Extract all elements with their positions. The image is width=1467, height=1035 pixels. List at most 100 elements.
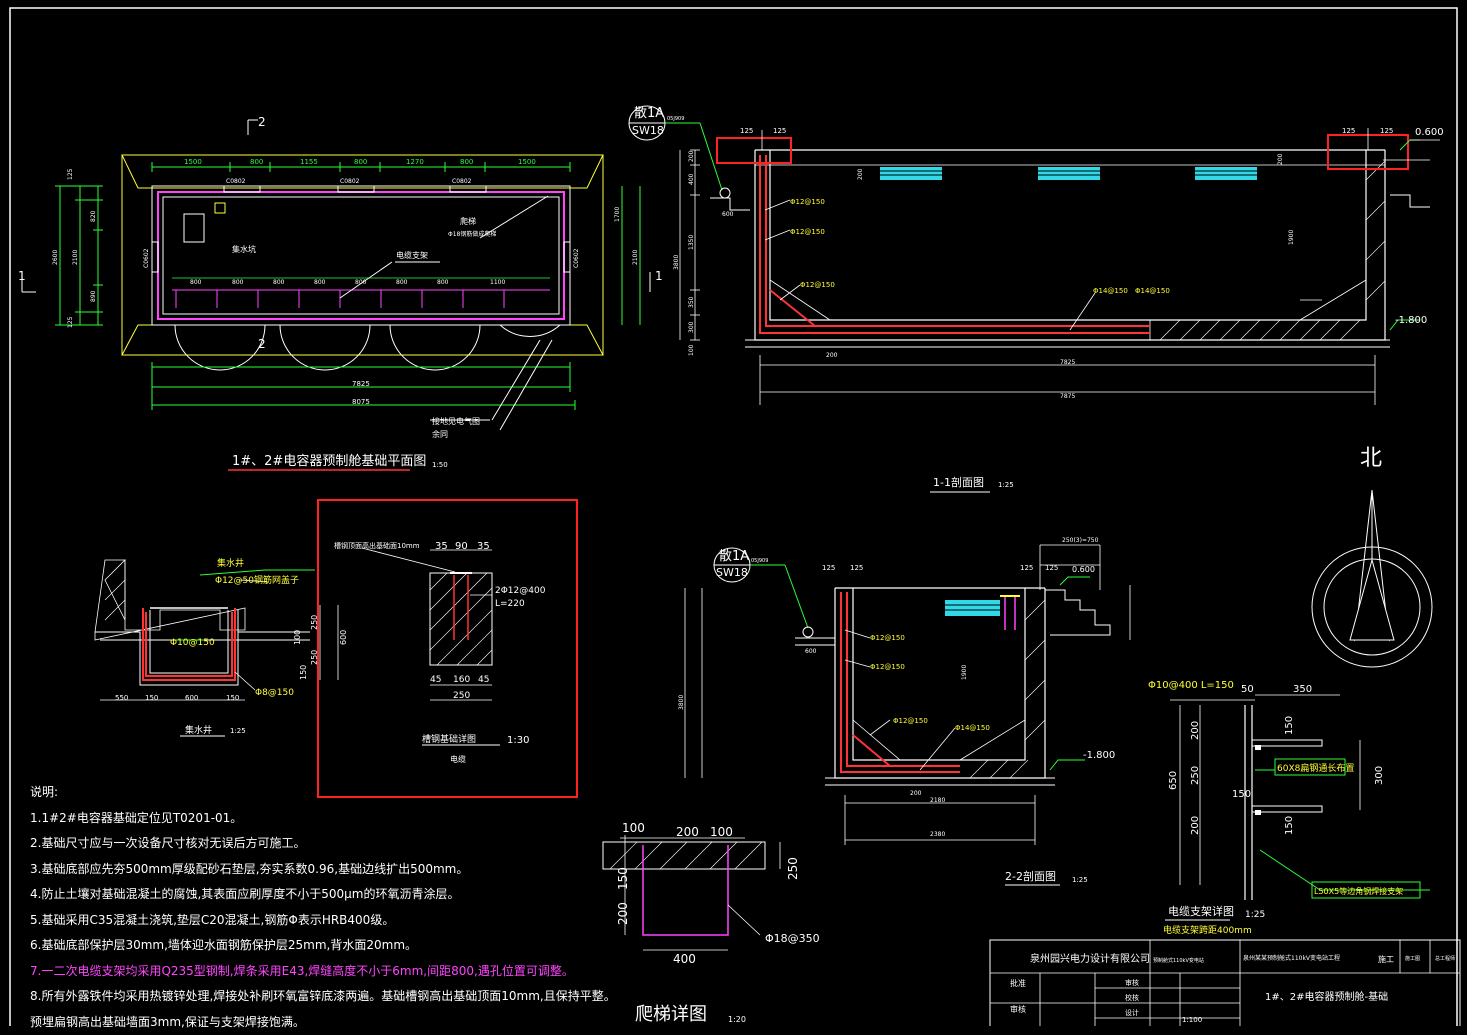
plan-view [22, 120, 650, 470]
sump-rebar-bottom: Φ8@150 [255, 688, 294, 698]
s11-rebar-3: Φ14@150 [1093, 287, 1128, 295]
plan-dim-inner-5: 800 [396, 279, 408, 286]
plan-scale: 1:50 [432, 461, 448, 469]
sump-title: 集水井 [185, 724, 212, 736]
note-1: 1.1#2#电容器基础定位见T0201-01。 [30, 806, 590, 832]
s11-dim-600: 600 [722, 211, 734, 218]
s11-dim-total-inner: 7825 [1060, 359, 1075, 366]
tb-row2-1: 校核 [1125, 993, 1139, 1002]
section-11 [629, 106, 1440, 492]
s11-dim-125l: 125 [740, 127, 753, 135]
channel-dim-t2: 35 [477, 541, 490, 552]
s11-dim-125r: 125 [1342, 127, 1355, 135]
plan-section-mark-2: 2 [258, 115, 266, 129]
s22-elev-bottom: -1.800 [1083, 750, 1115, 761]
plan-dim-top-0: 1500 [184, 158, 202, 166]
s11-dim-side-3: 350 [688, 296, 695, 308]
ladder-detail [603, 835, 780, 950]
plan-dim-top-2: 1155 [300, 158, 318, 166]
s11-marker-ref: 05J909 [667, 116, 684, 122]
s11-rebar-1: Φ12@150 [790, 228, 825, 236]
sump-label: 集水井 [217, 557, 244, 569]
tb-row2-2: 设计 [1125, 1008, 1139, 1017]
s22-rebar-0: Φ12@150 [870, 634, 905, 642]
bracket-scale: 1:25 [1245, 910, 1265, 920]
plan-dim-total-outer: 8075 [352, 398, 370, 406]
s22-marker-ref: 05J909 [751, 558, 768, 564]
s22-marker-top: 散1A [719, 549, 749, 564]
plan-label-ladder-note: Φ18钢筋做成爬梯 [448, 230, 496, 238]
channel-subtitle: 电缆 [450, 754, 466, 764]
note-5: 5.基础采用C35混凝土浇筑,垫层C20混凝土,钢筋Φ表示HRB400级。 [30, 908, 590, 934]
section-22 [685, 545, 1130, 885]
ladder-dim-bottom: 400 [673, 952, 696, 966]
bracket-dim-total: 650 [1168, 771, 1179, 790]
plan-dim-left-2: 2100 [72, 250, 79, 265]
ladder-texts: 100 200 100 150 200 250 400 Φ18@350 爬梯详图… [616, 821, 820, 1025]
notes-block: 说明: 1.1#2#电容器基础定位见T0201-01。 2.基础尺寸应与一次设备… [30, 780, 590, 1035]
plan-dim-top-4: 1270 [406, 158, 424, 166]
note-6: 6.基础底部保护层30mm,墙体迎水面钢筋保护层25mm,背水面20mm。 [30, 933, 590, 959]
s22-dim-total: 2380 [930, 831, 945, 838]
north-arrow: 北 [1312, 446, 1432, 667]
bracket-angle: L50X5等边角钢焊接支架 [1314, 886, 1403, 896]
s11-dim-200c: 200 [826, 352, 838, 359]
s22-title: 2-2剖面图 [1005, 869, 1056, 883]
sump-dim-b0: 550 [115, 694, 128, 702]
note-4: 4.防止土壤对基础混凝土的腐蚀,其表面应刷厚度不小于500μm的环氧沥青涂层。 [30, 882, 590, 908]
s11-rebar-2: Φ12@150 [800, 281, 835, 289]
channel-dim-t0: 35 [435, 541, 448, 552]
ladder-dim-s0: 150 [616, 867, 630, 890]
plan-dim-top-5: 800 [460, 158, 473, 166]
plan-section-mark-1b: 1 [655, 269, 663, 283]
plan-label-sump: 集水坑 [232, 244, 256, 254]
sump-dim-s4: 100 [293, 630, 302, 645]
plan-dim-inner-7: 1100 [490, 279, 505, 286]
channel-title: 槽钢基础详图 [422, 733, 476, 745]
s11-dim-3800: 3800 [673, 255, 680, 270]
sump-rebar-top: Φ12@50钢筋网盖子 [215, 574, 299, 586]
north-label: 北 [1360, 446, 1382, 471]
sump-dim-s1: 600 [339, 630, 348, 645]
tb-project-code: 预制舱式110kV变电站 [1153, 957, 1204, 964]
tb-drawing-title: 1#、2#电容器预制舱-基础 [1265, 990, 1388, 1003]
bracket-rebar-top: Φ10@400 L=150 [1148, 680, 1234, 691]
s22-dim-200: 200 [910, 790, 922, 797]
s11-scale: 1:25 [998, 481, 1014, 489]
s11-dim-125r2: 125 [1380, 127, 1393, 135]
plan-dim-left-4: 125 [67, 316, 74, 328]
s11-title: 1-1剖面图 [933, 475, 984, 489]
plan-dim-top-3: 800 [354, 158, 367, 166]
s11-dim-200b: 200 [1277, 153, 1284, 165]
sump-dim-b3: 150 [226, 694, 239, 702]
ladder-scale: 1:20 [728, 1015, 746, 1024]
s22-rebar-1: Φ12@150 [870, 663, 905, 671]
s22-dim-top: 250(3)=750 [1062, 537, 1099, 544]
plan-window-c0602-l: C0602 [143, 248, 150, 268]
note-3: 3.基础底部应先夯500mm厚级配砂石垫层,夯实系数0.96,基础边线扩出500… [30, 857, 590, 883]
sump-detail [95, 560, 338, 736]
plan-label-remaining: 余同 [432, 429, 448, 439]
plan-section-mark-1: 1 [18, 269, 26, 283]
ladder-title: 爬梯详图 [635, 1004, 707, 1025]
note-7: 7.一二次电缆支架均采用Q235型钢制,焊条采用E43,焊缝高度不小于6mm,间… [30, 959, 590, 985]
s11-dim-125l2: 125 [773, 127, 786, 135]
plan-label-grounding: 接地见电气图 [432, 416, 480, 426]
channel-scale: 1:30 [507, 735, 529, 746]
plan-dim-left-total: 2600 [52, 250, 59, 265]
tb-col-b: 总工程师 [1435, 955, 1455, 962]
plan-dim-inner-6: 800 [437, 279, 449, 286]
plan-dim-inner-3: 800 [314, 279, 326, 286]
title-block: 泉州园兴电力设计有限公司 预制舱式110kV变电站 泉州某某预制舱式110kV变… [990, 940, 1460, 1026]
sump-rebar-mid: Φ10@150 [170, 638, 215, 648]
bracket-dim-s1: 250 [1190, 766, 1201, 785]
s22-dim-3800: 3800 [678, 695, 685, 710]
bracket-subtitle: 电缆支架跨距400mm [1163, 924, 1252, 936]
plan-dim-top-1: 800 [250, 158, 263, 166]
channel-top-note: 槽钢顶面高出基础面10mm [334, 541, 420, 550]
ladder-dim-s1: 200 [616, 902, 630, 925]
bracket-dim-150c: 150 [1284, 816, 1295, 835]
s11-marker-top: 散1A [634, 106, 664, 121]
s11-marker-bottom: SW18 [632, 124, 664, 137]
plan-dim-inner-2: 800 [273, 279, 285, 286]
